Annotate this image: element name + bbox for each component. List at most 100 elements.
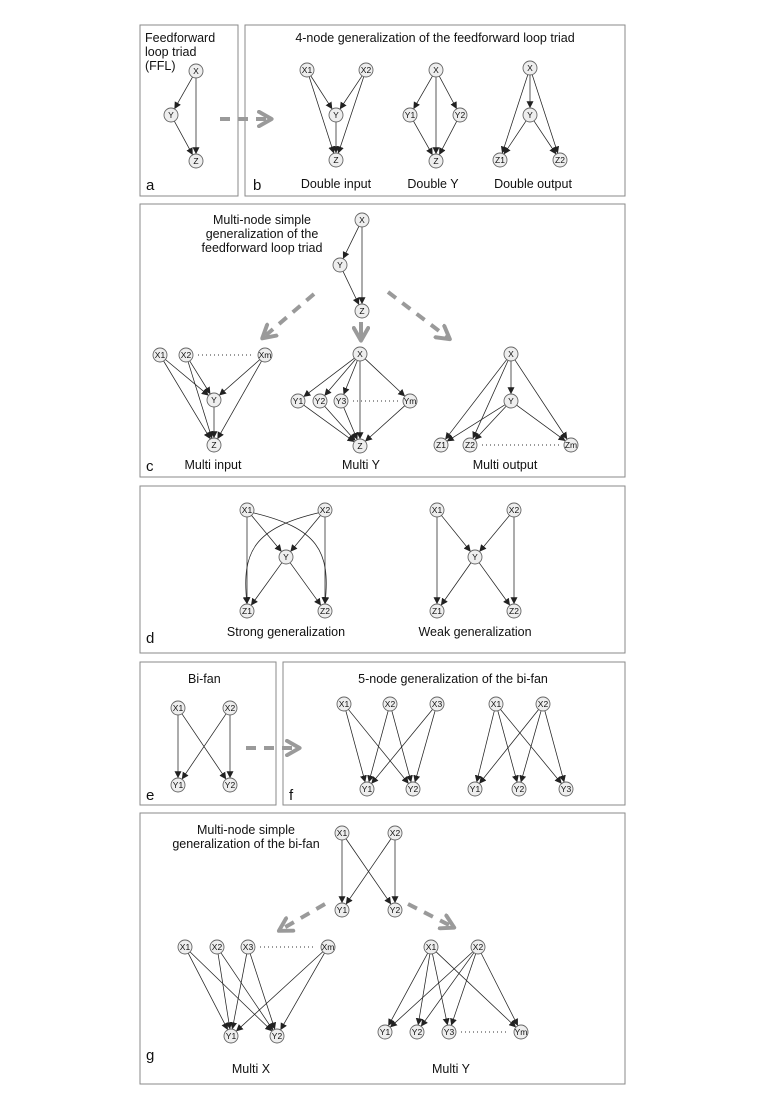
node-label: Y2 xyxy=(514,784,525,794)
node-Z: Z xyxy=(352,438,368,454)
edge-X2-Ym xyxy=(480,953,518,1026)
node-label: Y1 xyxy=(293,396,304,406)
edge-X2-Y2 xyxy=(420,952,475,1027)
edge-X2-Y xyxy=(339,75,363,110)
panel-c-title-line-3: feedforward loop triad xyxy=(202,241,323,255)
panel-e-title: Bi-fan xyxy=(188,672,221,686)
node-label: Ym xyxy=(515,1027,528,1037)
node-label: X3 xyxy=(243,942,254,952)
node-X3: X3 xyxy=(240,939,256,955)
edge-X3-Y2 xyxy=(413,710,436,783)
edge-X-Y xyxy=(174,76,193,110)
node-label: Y1 xyxy=(226,1031,237,1041)
motif-ffl-c: XYZ xyxy=(332,212,370,319)
panel-d-letter: d xyxy=(146,630,154,647)
edge-X3-Y1 xyxy=(371,709,433,784)
node-Y: Y xyxy=(278,549,294,565)
panel-a-frame xyxy=(139,24,239,197)
edge-Y-Z1 xyxy=(503,120,527,155)
panel-b-letter: b xyxy=(253,177,261,194)
node-circle xyxy=(317,502,333,518)
caption-double-output: Double output xyxy=(494,177,572,191)
node-label: Y1 xyxy=(470,784,481,794)
node-Y: Y xyxy=(467,549,483,565)
node-Ym: Ym xyxy=(402,393,418,409)
node-label: X1 xyxy=(491,699,502,709)
node-circle xyxy=(382,696,398,712)
node-circle xyxy=(178,347,194,363)
node-circle xyxy=(269,1028,285,1044)
node-Z1: Z1 xyxy=(429,603,445,619)
edge-Xm-Y1 xyxy=(236,951,324,1032)
node-circle xyxy=(299,62,315,78)
node-X2: X2 xyxy=(387,825,403,841)
node-X1: X1 xyxy=(488,696,504,712)
edge-X-Y2 xyxy=(438,75,457,110)
node-label: X2 xyxy=(385,699,396,709)
node-Y3: Y3 xyxy=(441,1024,457,1040)
edge-X2-Y xyxy=(479,515,510,552)
connector-g-to-multi-y xyxy=(407,902,451,926)
panel-f-title: 5-node generalization of the bi-fan xyxy=(358,672,548,686)
node-label: X2 xyxy=(320,505,331,515)
node-circle xyxy=(334,902,350,918)
caption-multi-y-bifan: Multi Y xyxy=(432,1062,471,1076)
node-label: X2 xyxy=(538,699,549,709)
edge-X1-Y3 xyxy=(432,953,450,1026)
edge-X1-Y2 xyxy=(415,953,431,1026)
node-label: Y xyxy=(508,396,514,406)
panel-g-title-line-2: generalization of the bi-fan xyxy=(172,837,319,851)
edge-X3-Y1 xyxy=(230,953,248,1030)
node-Y1: Y1 xyxy=(334,902,350,918)
edge-X-Y1 xyxy=(303,357,355,397)
connector-c-to-multi-output xyxy=(386,290,447,337)
node-circle xyxy=(535,696,551,712)
node-circle xyxy=(387,902,403,918)
node-label: Z1 xyxy=(436,440,446,450)
panel-e-letter: e xyxy=(146,787,154,804)
node-X: X xyxy=(522,60,538,76)
node-circle xyxy=(433,437,449,453)
panel-a-letter: a xyxy=(146,177,155,194)
node-X2: X2 xyxy=(178,347,194,363)
node-label: X1 xyxy=(242,505,253,515)
node-label: Y xyxy=(211,395,217,405)
node-X: X xyxy=(354,212,370,228)
node-label: X xyxy=(193,66,199,76)
node-Z1: Z1 xyxy=(239,603,255,619)
edge-Y-Z2 xyxy=(474,405,507,441)
node-label: Xm xyxy=(259,350,272,360)
node-label: Y xyxy=(333,110,339,120)
edge-X2-Y2 xyxy=(519,710,542,783)
node-Y2: Y2 xyxy=(312,393,328,409)
node-Y2: Y2 xyxy=(409,1024,425,1040)
node-circle xyxy=(429,502,445,518)
node-circle xyxy=(359,781,375,797)
node-Zm: Zm xyxy=(563,437,579,453)
node-X2: X2 xyxy=(506,502,522,518)
caption-multi-y: Multi Y xyxy=(342,458,381,472)
node-Y2: Y2 xyxy=(405,781,421,797)
node-X2: X2 xyxy=(317,502,333,518)
node-circle xyxy=(222,700,238,716)
node-circle xyxy=(402,393,418,409)
node-label: Z1 xyxy=(495,155,505,165)
edge-Xm-Y xyxy=(219,359,260,396)
node-circle xyxy=(503,393,519,409)
edge-X1-Z xyxy=(163,360,211,440)
node-label: X xyxy=(359,215,365,225)
node-Y1: Y1 xyxy=(223,1028,239,1044)
node-X1: X1 xyxy=(299,62,315,78)
node-label: Z xyxy=(193,156,198,166)
edge-X2-Y1 xyxy=(390,951,474,1028)
node-circle xyxy=(405,781,421,797)
node-circle xyxy=(452,107,468,123)
edge-Y1-Z xyxy=(413,120,433,156)
node-Y1: Y1 xyxy=(377,1024,393,1040)
node-circle xyxy=(278,549,294,565)
